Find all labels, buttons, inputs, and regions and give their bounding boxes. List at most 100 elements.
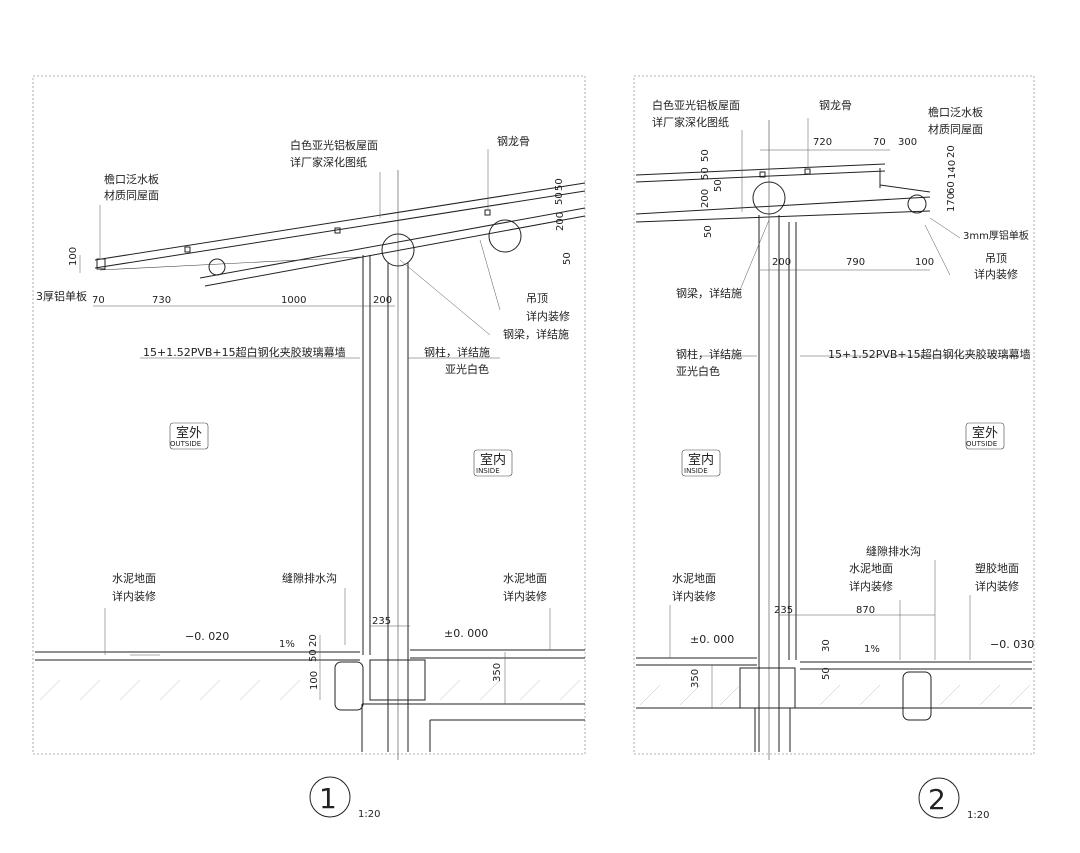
detail-1-frame: [32, 75, 586, 755]
dim-100: 100: [68, 247, 79, 266]
beam-line-bottom: [635, 210, 931, 223]
soil-hatch: [639, 684, 1031, 706]
dim-50-b: 50: [700, 167, 711, 180]
detail-1: 白色亚光铝板屋面 详厂家深化图纸 钢龙骨 檐口泛水板 材质同屋面 3厚铝单板 吊…: [32, 75, 586, 820]
drain-label: 缝隙排水沟: [282, 571, 337, 585]
foundation-outline: [636, 707, 1032, 752]
dim-50-a: 50: [554, 178, 565, 191]
dim-70: 70: [873, 137, 886, 148]
leader: [739, 219, 770, 291]
roof-line-top: [94, 182, 586, 261]
detail-scale: 1:20: [967, 810, 989, 821]
inside-label: 室内: [480, 452, 506, 468]
elevation-left: ±0. 000: [690, 633, 734, 646]
ceiling-label-2: 详内装修: [974, 267, 1018, 281]
keel-block: [759, 171, 766, 178]
dim-170: 170: [946, 193, 957, 212]
slope-label: 1%: [279, 639, 295, 650]
roof-label-2: 详厂家深化图纸: [290, 155, 367, 169]
inside-label-en: INSIDE: [476, 467, 500, 475]
glass-label: 15+1.52PVB+15超白钢化夹胶玻璃幕墙: [828, 347, 1031, 361]
outside-label-en: OUTSIDE: [170, 440, 201, 448]
column-base: [739, 667, 796, 709]
floor-mid-label-2: 详内装修: [849, 579, 893, 593]
floor-mid-label-1: 水泥地面: [849, 562, 893, 575]
floor-left-label-2: 详内装修: [112, 589, 156, 603]
panel-label: 3mm厚铝单板: [963, 229, 1029, 242]
dim-70: 70: [92, 295, 105, 306]
dim-140: 140: [947, 160, 958, 179]
soil-hatch: [39, 679, 581, 701]
beam-label: 钢梁，详结施: [676, 286, 742, 300]
ceiling-label-1: 吊顶: [985, 252, 1007, 265]
dim-720: 720: [813, 137, 832, 148]
panel-label: 3厚铝单板: [36, 289, 87, 303]
dim-200-b: 200: [555, 212, 566, 231]
drain-channel: [334, 661, 364, 711]
column-label-1: 钢柱，详结施: [676, 347, 742, 361]
dim-870: 870: [856, 605, 875, 616]
leader: [399, 259, 491, 336]
dim-20: 20: [946, 145, 957, 158]
leader: [924, 224, 951, 276]
dim-300: 300: [898, 137, 917, 148]
floor-right-label-2: 详内装修: [503, 589, 547, 603]
detail-number-circle: [309, 776, 351, 818]
slope-label: 1%: [864, 644, 880, 655]
inside-label-en: INSIDE: [684, 467, 708, 475]
floor-left-label-2: 详内装修: [672, 589, 716, 603]
detail-number: 1: [319, 782, 337, 815]
roof-label-1: 白色亚光铝板屋面: [290, 138, 378, 152]
dim-1000: 1000: [281, 295, 306, 306]
floor-right-label-1: 水泥地面: [503, 572, 547, 585]
inside-tag: 室内 INSIDE: [473, 449, 513, 477]
steel-pipe-small: [907, 194, 927, 214]
dim-60: 60: [946, 181, 957, 194]
outside-tag: 室外 OUTSIDE: [169, 422, 209, 450]
detail-2-frame: [633, 75, 1035, 755]
floor-right-label-1: 塑胶地面: [975, 561, 1019, 575]
dim-50-c: 50: [562, 252, 573, 265]
leader: [929, 217, 961, 239]
inside-label: 室内: [688, 452, 714, 468]
floor-left-label-1: 水泥地面: [672, 572, 716, 585]
detail-number-circle: [918, 777, 960, 819]
dim-50-d: 50: [308, 649, 319, 662]
roof-label-2: 详厂家深化图纸: [652, 115, 729, 129]
detail-number: 2: [928, 783, 946, 816]
eave-flashing: [879, 184, 931, 193]
dim-235: 235: [372, 616, 391, 627]
column-label-1: 钢柱，详结施: [424, 345, 490, 359]
dim-50-d: 50: [703, 225, 714, 238]
keel-block: [804, 168, 811, 175]
inside-tag: 室内 INSIDE: [681, 449, 721, 477]
dim-50-a: 50: [700, 149, 711, 162]
column-label-2: 亚光白色: [445, 362, 489, 376]
dim-20: 20: [308, 634, 319, 647]
column-label-2: 亚光白色: [676, 364, 720, 378]
soffit-line: [99, 256, 361, 271]
elevation-right: ±0. 000: [444, 627, 488, 640]
eave-flashing: [96, 258, 106, 270]
floor-right-label-2: 详内装修: [975, 579, 1019, 593]
dim-350: 350: [492, 663, 503, 682]
eave-label-2: 材质同屋面: [928, 122, 983, 136]
outside-label: 室外: [176, 425, 202, 441]
ceiling-label-2: 详内装修: [526, 309, 570, 323]
outside-tag: 室外 OUTSIDE: [965, 422, 1005, 450]
dim-100: 100: [915, 257, 934, 268]
keel-block: [334, 227, 341, 234]
beam-label: 钢梁，详结施: [503, 327, 569, 341]
keel-block: [184, 246, 191, 253]
drain-label: 缝隙排水沟: [866, 544, 921, 558]
floor-left-label-1: 水泥地面: [112, 572, 156, 585]
steel-pipe-small: [208, 258, 226, 276]
dim-200: 200: [700, 189, 711, 208]
drain-channel: [902, 671, 932, 721]
eave-label-1: 檐口泛水板: [104, 172, 159, 186]
dim-200-b: 200: [772, 257, 791, 268]
dim-350: 350: [690, 669, 701, 688]
detail-scale: 1:20: [358, 809, 380, 820]
